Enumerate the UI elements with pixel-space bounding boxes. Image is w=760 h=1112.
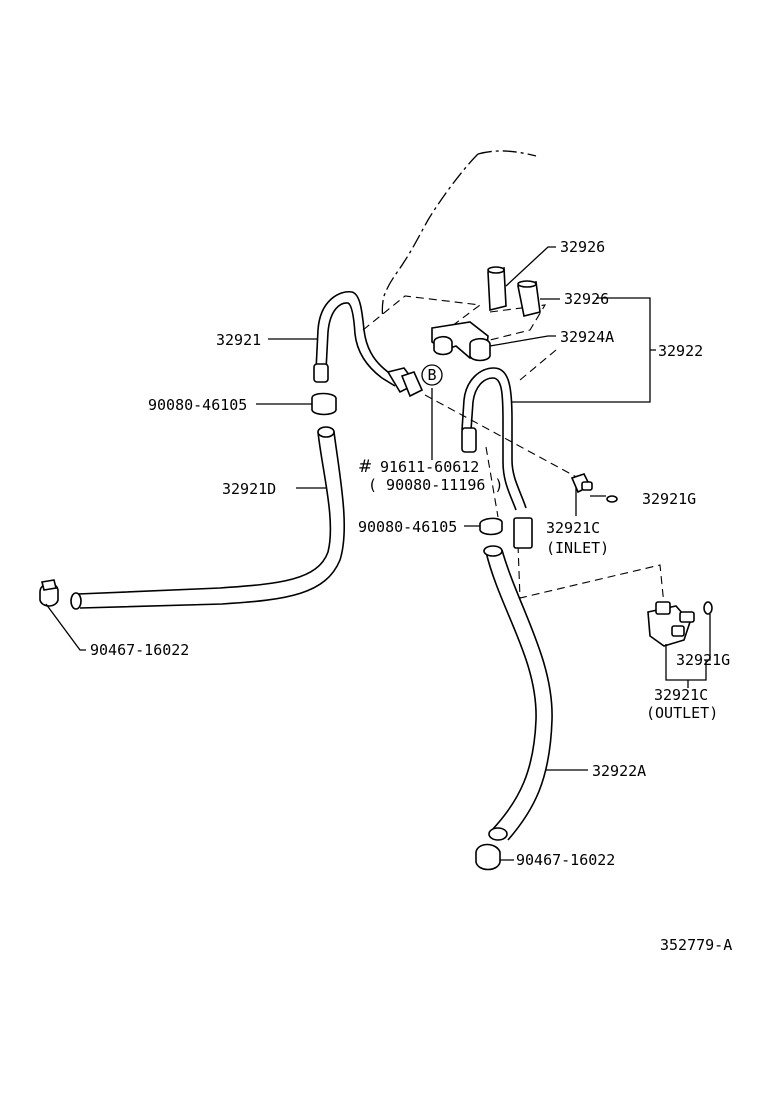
label-90467-16022-bottom: 90467-16022 [516,851,615,869]
label-32926-top: 32926 [560,238,605,256]
symbol-hash: # [358,457,372,477]
label-32926-mid: 32926 [564,290,609,308]
label-32921G-inlet: 32921G [642,490,696,508]
grommet-32926-top [487,266,507,312]
oring-32921G-inlet [606,495,618,503]
diagram-code: 352779-A [660,936,732,954]
hose-32922A [485,551,537,831]
fitting-32921C-outlet [647,601,695,647]
pipe-32922-fitting [513,517,533,549]
label-32921D: 32921D [222,480,276,498]
fitting-32921 [386,367,424,398]
clip-90467-bottom [475,843,501,871]
dashed-guides [362,295,665,606]
hose-32921-inner [325,302,396,387]
hose-32922A-bottom-end [488,827,508,841]
clip-90080-lower [479,517,503,536]
leader-lines [45,246,711,861]
label-32924A: 32924A [560,328,614,346]
label-32922: 32922 [658,342,703,360]
label-32922A: 32922A [592,762,646,780]
label-inlet: (INLET) [546,539,609,557]
label-90080-46105-lower: 90080-46105 [358,518,457,536]
hose-32922A-inner [501,549,553,841]
hose-32921D-top-end [317,426,335,438]
label-90467-16022-left: 90467-16022 [90,641,189,659]
clip-90080-upper [311,392,337,416]
hose-32921D-left-end [70,592,82,610]
hose-32921D-inner [79,431,346,609]
oring-32921G-outlet [703,601,713,615]
hose-32921 [315,290,401,381]
fitting-32921C-inlet [570,473,593,494]
label-90080-46105-upper: 90080-46105 [148,396,247,414]
marker-b: B [427,366,436,384]
pipe-32922-inner [470,377,517,511]
engine-outline [381,150,537,319]
clip-90467-left-ear [41,579,57,591]
marker-circle [421,364,443,386]
label-32921C-inlet: 32921C [546,519,600,537]
hose-32921D [77,431,332,595]
hose-32922A-top-end [483,545,503,557]
label-32921C-outlet: 32921C [654,686,708,704]
bracket-32924A [431,321,491,362]
label-outlet: (OUTLET) [646,704,718,722]
label-32921G-outlet: 32921G [676,651,730,669]
label-32921: 32921 [216,331,261,349]
label-90080-11196: ( 90080-11196 ) [368,476,503,494]
grommet-32926-mid [517,280,541,317]
label-91611-60612: 91611-60612 [380,458,479,476]
pipe-32922 [461,367,527,509]
hose-32921-end [313,363,329,383]
pipe-32922-end [461,427,477,453]
